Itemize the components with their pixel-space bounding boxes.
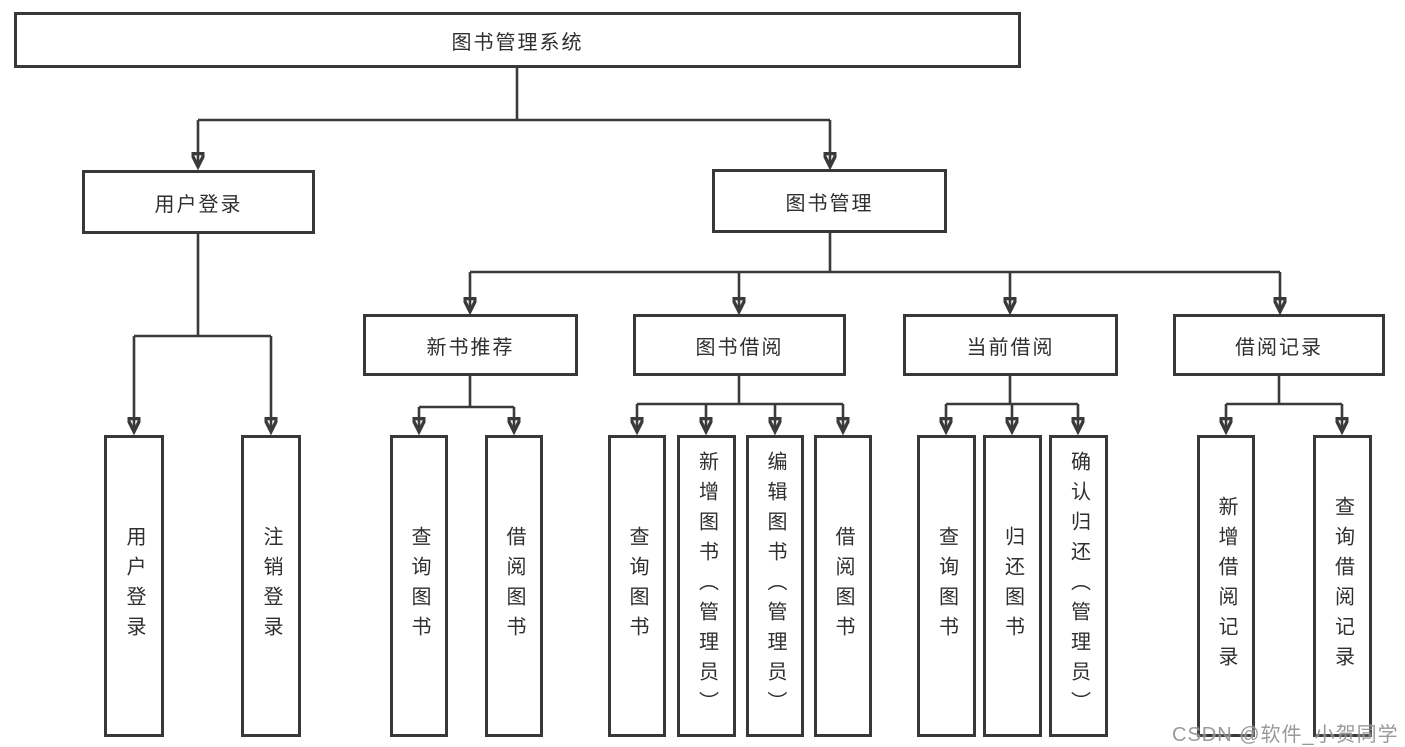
leaf-query-borrow-record: 查询借阅记录: [1313, 435, 1372, 737]
connector-userlogin-trunk: [134, 234, 271, 338]
leaf-query-books-2: 查询图书: [608, 435, 666, 737]
leaf-edit-book-admin: 编辑图书（管理员）: [746, 435, 804, 737]
connector-root-trunk: [198, 68, 830, 122]
leaf-add-borrow-record: 新增借阅记录: [1197, 435, 1255, 737]
node-user-login: 用户登录: [82, 170, 315, 234]
connector-records-trunk: [1226, 376, 1342, 406]
leaf-query-books-1: 查询图书: [390, 435, 448, 737]
leaf-return-book: 归还图书: [983, 435, 1042, 737]
connector-newbook-trunk: [419, 376, 514, 409]
leaf-query-books-3: 查询图书: [917, 435, 976, 737]
leaf-logout: 注销登录: [241, 435, 301, 737]
node-current-borrow: 当前借阅: [903, 314, 1118, 376]
watermark: CSDN @软件_小贺同学: [1172, 724, 1399, 746]
connector-bookmgmt-trunk: [470, 233, 1280, 274]
leaf-confirm-return-admin: 确认归还（管理员）: [1049, 435, 1108, 737]
leaf-borrow-books-1: 借阅图书: [485, 435, 543, 737]
node-borrow-records: 借阅记录: [1173, 314, 1385, 376]
node-book-management: 图书管理: [712, 169, 947, 233]
leaf-user-login: 用户登录: [104, 435, 164, 737]
node-book-borrow: 图书借阅: [633, 314, 846, 376]
leaf-add-book-admin: 新增图书（管理员）: [677, 435, 736, 737]
connector-currentborrow-trunk: [946, 376, 1078, 406]
node-library-management-system: 图书管理系统: [14, 12, 1021, 68]
leaf-borrow-books-2: 借阅图书: [814, 435, 872, 737]
node-new-book-recommend: 新书推荐: [363, 314, 578, 376]
connector-bookborrow-trunk: [637, 376, 843, 406]
